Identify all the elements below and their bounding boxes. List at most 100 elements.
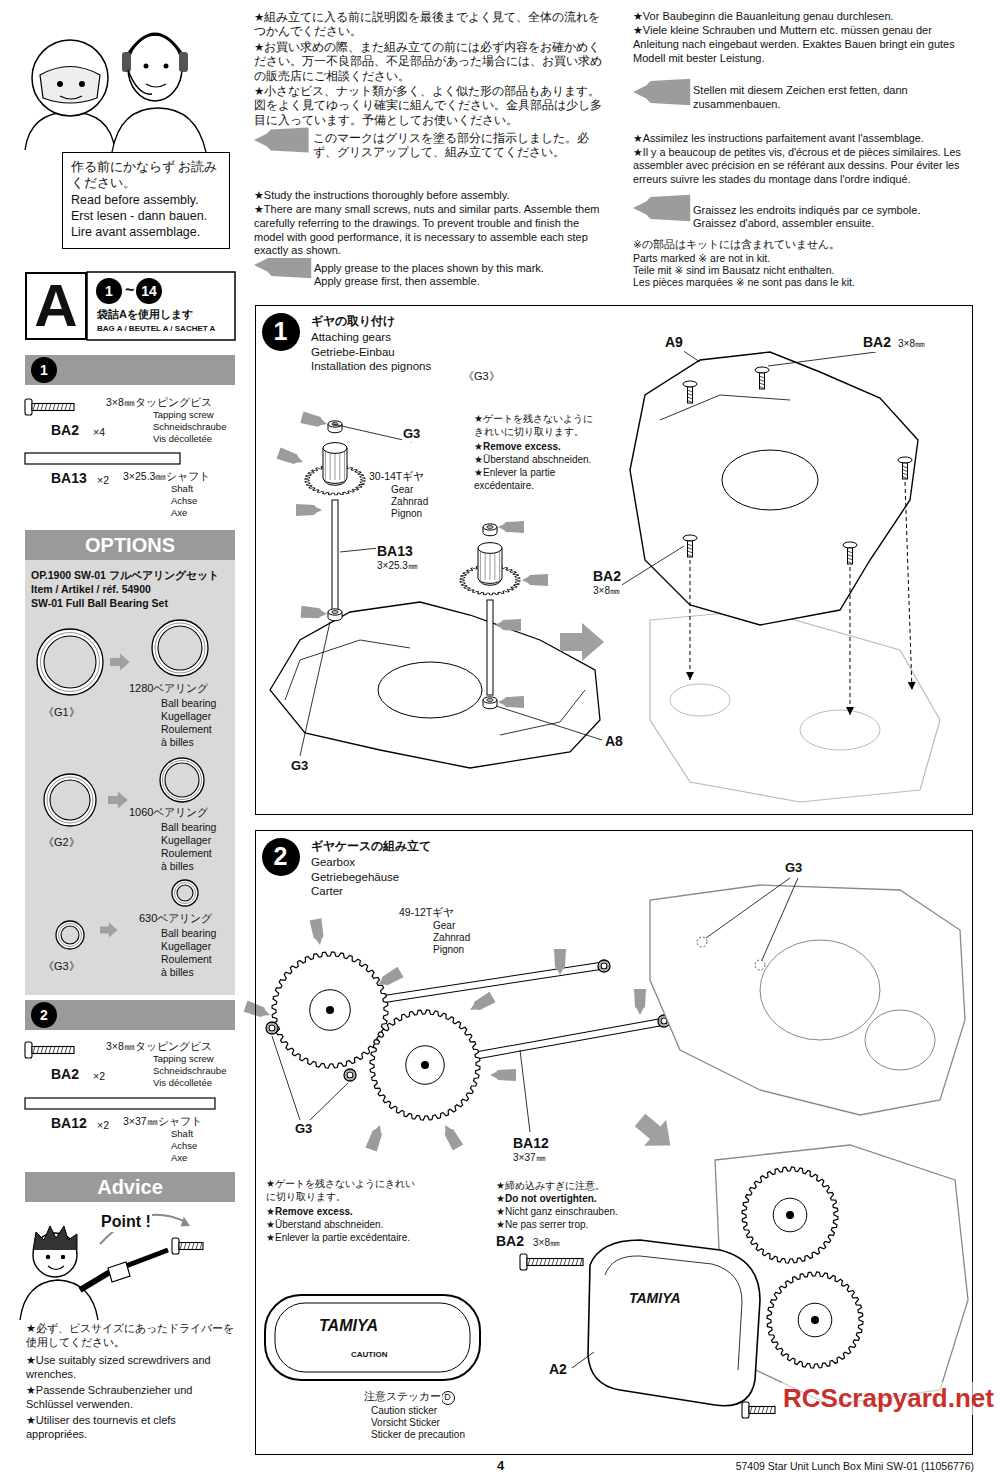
note-text: ★Enlever la partie excédentaire. <box>265 1232 467 1245</box>
gearbox-detail <box>865 1010 935 1070</box>
sticker-drawing <box>265 1295 480 1380</box>
screw-thread <box>903 473 908 475</box>
screw-drawing <box>683 381 697 387</box>
helmet-visor <box>40 67 100 104</box>
screw-drawing <box>760 373 765 389</box>
screw-thread <box>688 397 693 399</box>
step-panel: ギヤケースの組み立てGearboxGetriebegehäuseCarter2D <box>255 830 973 1455</box>
part-code: G3 <box>290 758 309 774</box>
gearbox-ghost <box>650 610 940 802</box>
screw-thread <box>540 1259 542 1266</box>
grease-mark <box>498 521 524 533</box>
step-number: 2 <box>31 1002 57 1028</box>
node-text: Carter <box>311 884 972 899</box>
part-name: à billes <box>160 736 195 749</box>
gear-bore <box>326 1006 334 1014</box>
note-text: ★Nicht ganz einschrauben. <box>495 1206 619 1219</box>
node-text: OPTIONS <box>85 535 175 555</box>
note-text: ★ゲートを残さないようにきれいに切り取ります。 <box>473 413 600 438</box>
screw-thread <box>848 555 853 557</box>
cover-detail <box>605 1256 742 1370</box>
part-name: Roulement <box>160 723 213 736</box>
screw-thread <box>688 548 693 550</box>
leader-line <box>682 350 700 362</box>
footer-text: 57409 Star Unit Lunch Box Mini SW-01 (11… <box>735 1460 975 1473</box>
grease-mark <box>277 447 306 467</box>
section-band: Advice <box>25 1172 235 1202</box>
part-name: Tapping screw <box>152 409 215 421</box>
screw-thread <box>61 404 63 411</box>
sticker-text: CAUTION <box>350 1350 388 1360</box>
screw-thread <box>180 1243 182 1250</box>
screw-thread <box>536 1259 538 1266</box>
step-number: 1 <box>262 313 300 351</box>
screw-thread <box>688 555 693 557</box>
part-code: A2 <box>548 1361 568 1379</box>
pinion-drawing <box>478 543 502 554</box>
screw-drawing <box>898 457 912 463</box>
screw-thread <box>192 1243 194 1250</box>
sticker-drawing <box>275 1303 470 1372</box>
bearing-drawing <box>44 636 96 688</box>
grease-mark <box>375 967 404 990</box>
part-name: Schneidschraube <box>152 1065 227 1077</box>
note-text: ★Assimilez les instructions parfaitement… <box>632 132 979 145</box>
grease-mark <box>300 411 328 429</box>
bag-letter-box: A <box>25 272 87 340</box>
screw-thread <box>188 1243 190 1250</box>
screw-thread <box>750 1407 752 1414</box>
figure-mouth <box>146 84 166 87</box>
step-number: 1 <box>31 357 57 383</box>
screw-drawing <box>179 1243 203 1250</box>
leader-line <box>768 352 876 366</box>
guide-line <box>905 482 912 690</box>
screw-drawing <box>520 1254 527 1270</box>
part-name: Axe <box>170 1152 188 1164</box>
bearing-drawing <box>56 921 84 949</box>
grease-mark <box>301 606 328 620</box>
gear-bore <box>811 1316 819 1324</box>
gearbox-half <box>630 352 918 625</box>
figure-eye <box>144 64 149 69</box>
bearing-drawing <box>61 926 79 944</box>
part-count: ×2 <box>92 1070 106 1083</box>
part-count: ×2 <box>96 1119 110 1132</box>
node-text: 2 <box>274 844 288 869</box>
grease-mark <box>495 619 521 631</box>
screw-thread <box>760 387 765 389</box>
grease-mark <box>522 574 548 586</box>
note-text: ★Il y a beaucoup de petites vis, d'écrou… <box>632 146 979 186</box>
note-text: Graissez d'abord, assembler ensuite. <box>692 217 979 231</box>
part-name: Kugellager <box>160 834 212 847</box>
bag-label: BAG A / BEUTEL A / SACHET A <box>96 324 216 334</box>
bushing-drawing <box>332 611 338 614</box>
screw-thread <box>65 1047 67 1054</box>
note-text: ★Viele kleine Schrauben und Muttern etc.… <box>632 24 979 65</box>
figure-eye <box>79 81 85 87</box>
screw-drawing <box>688 541 693 557</box>
bearing-drawing <box>600 962 609 971</box>
note-text: ★There are many small screws, nuts and s… <box>253 203 605 258</box>
gear-drawing <box>370 1010 480 1120</box>
options-ground <box>25 560 235 995</box>
part-code: BA2 <box>862 334 892 352</box>
part-name: Vis décolletée <box>152 433 213 445</box>
headset-mic <box>128 70 152 94</box>
screw-thread <box>45 1047 47 1054</box>
bearing-code: 《G2》 <box>42 836 81 850</box>
bag-label: 袋詰Aを使用します <box>96 308 194 322</box>
screw-thread <box>548 1259 550 1266</box>
bushing-drawing <box>328 421 342 427</box>
screw-drawing <box>903 463 908 479</box>
node-text: 1 <box>40 363 48 377</box>
bearing-drawing <box>177 885 193 901</box>
part-code: BA2 <box>495 1233 525 1251</box>
note-text: ★Do not overtighten. <box>495 1193 598 1206</box>
gearbox-detail <box>285 640 410 700</box>
screw-thread <box>41 404 43 411</box>
note-text: ★小さなビス、ナット類が多く、よく似た形の部品もあります。図をよく見てゆっくり確… <box>253 84 605 127</box>
figure-mouth <box>60 96 82 99</box>
screw-thread <box>57 1047 59 1054</box>
step-band <box>25 355 235 385</box>
guide-arrowhead <box>686 672 694 680</box>
